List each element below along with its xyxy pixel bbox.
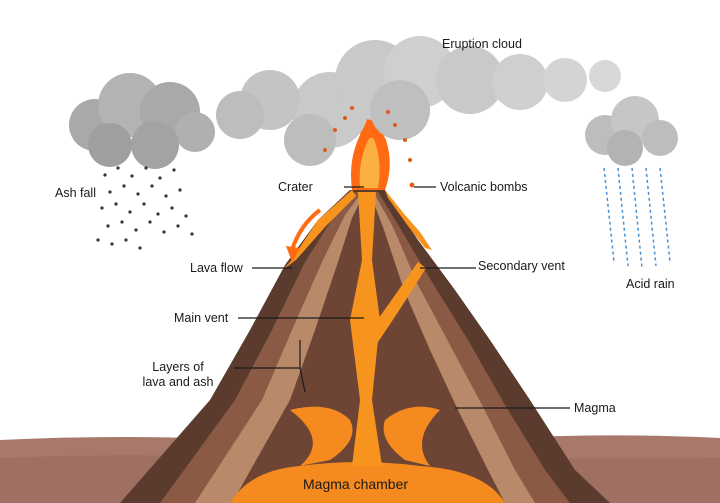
label-lava-flow: Lava flow <box>190 261 243 275</box>
label-magma: Magma <box>574 401 616 415</box>
main-vent-conduit <box>350 192 382 466</box>
eruption-core <box>359 137 380 188</box>
surface-lava-left <box>282 190 356 270</box>
acid-rain-cloud <box>585 96 678 166</box>
acid-rain-drops <box>603 167 671 269</box>
label-ash-fall: Ash fall <box>55 186 96 200</box>
label-secondary-vent: Secondary vent <box>478 259 565 273</box>
label-main-vent: Main vent <box>174 311 229 325</box>
volcanic-bomb-particles <box>323 106 415 188</box>
magma-chamber-shape <box>230 462 505 503</box>
label-eruption-cloud: Eruption cloud <box>442 37 522 51</box>
leader-layers-2 <box>299 367 306 393</box>
label-acid-rain: Acid rain <box>626 277 675 291</box>
lava-flow-arrowhead <box>286 246 300 262</box>
magma-branches <box>290 406 440 466</box>
eruption-cloud-shape <box>216 36 621 166</box>
label-layers: Layers of lava and ash <box>126 360 230 390</box>
lava-flow-arrow <box>290 208 322 251</box>
label-volcanic-bombs: Volcanic bombs <box>440 180 528 194</box>
label-crater: Crater <box>278 180 313 194</box>
label-layers-line2: lava and ash <box>142 375 214 389</box>
ash-fall-cloud <box>69 73 215 169</box>
surface-lava-right <box>385 190 432 250</box>
secondary-vent-conduit <box>370 262 426 345</box>
label-layers-line1: Layers of <box>152 360 204 374</box>
ash-fall-particles <box>96 166 194 250</box>
leader-lines <box>234 186 570 409</box>
label-magma-chamber: Magma chamber <box>303 476 409 492</box>
